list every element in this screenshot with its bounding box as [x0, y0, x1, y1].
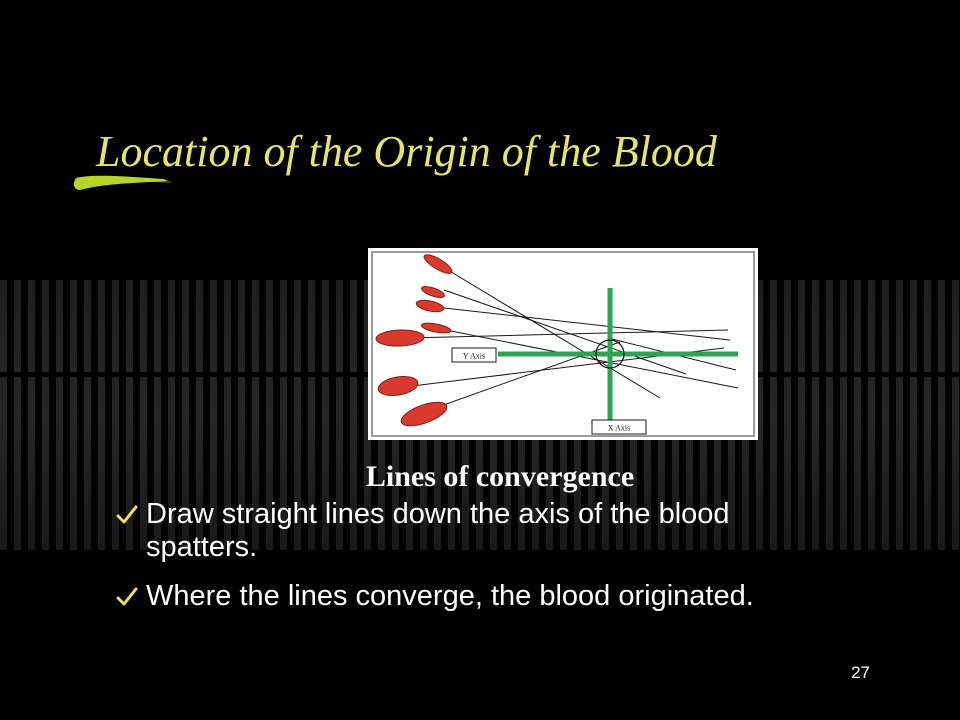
bullet-text: Draw straight lines down the axis of the…	[146, 498, 730, 563]
convergence-line	[445, 329, 739, 389]
title-underline-brush	[73, 175, 172, 190]
x-axis-label: X Axis	[608, 424, 630, 433]
x-axis-label-box: X Axis	[591, 419, 647, 435]
checkmark-icon	[116, 587, 138, 606]
figure-caption: Lines of convergence	[365, 460, 635, 493]
page-number: 27	[851, 663, 870, 682]
bullet-item: Where the lines converge, the blood orig…	[116, 580, 816, 613]
axes	[498, 288, 738, 420]
blood-spatters	[375, 254, 453, 427]
bullet-list: Draw straight lines down the axis of the…	[116, 498, 816, 629]
convergence-line	[437, 263, 661, 399]
y-axis-label: Y Axis	[463, 352, 485, 361]
blood-drop	[420, 322, 452, 334]
diagram-svg: Y Axis X Axis	[371, 251, 755, 437]
convergence-diagram: Y Axis X Axis	[368, 248, 758, 440]
blood-drop	[421, 286, 445, 298]
blood-drop	[415, 299, 445, 313]
convergence-point	[595, 339, 625, 369]
bullet-text: Where the lines converge, the blood orig…	[146, 580, 754, 612]
blood-drop	[400, 401, 448, 427]
blood-drop	[423, 254, 453, 274]
convergence-line	[443, 289, 687, 375]
background-stripes	[0, 280, 960, 550]
checkmark-icon	[116, 505, 138, 524]
blood-drop	[377, 375, 419, 397]
bullet-item: Draw straight lines down the axis of the…	[116, 498, 816, 564]
convergence-line	[407, 329, 729, 339]
blood-drop	[375, 329, 425, 347]
slide-title: Location of the Origin of the Blood	[96, 127, 717, 176]
convergence-line	[443, 307, 731, 341]
y-axis-label-box: Y Axis	[451, 347, 497, 363]
